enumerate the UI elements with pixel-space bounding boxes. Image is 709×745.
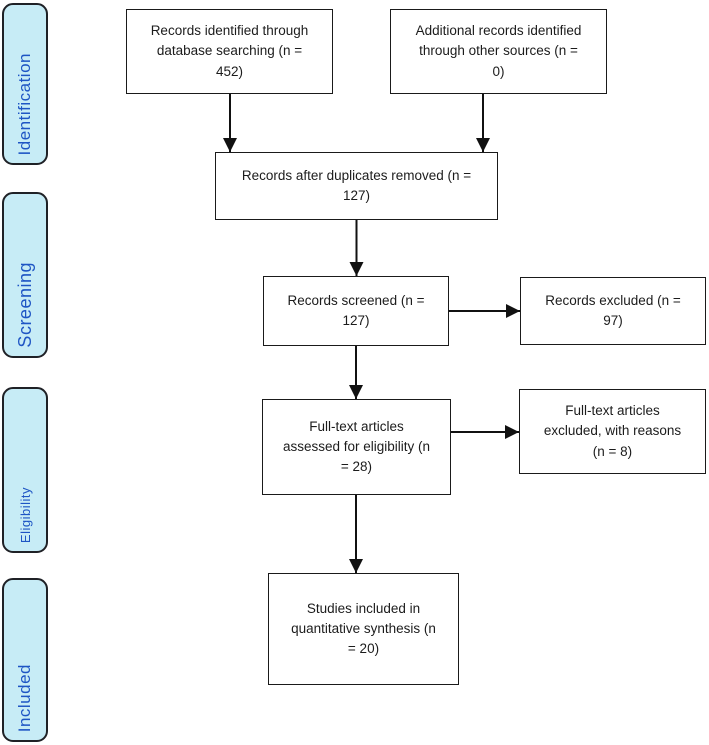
box-studies-included-quantitative-synthesis: Studies included in quantitative synthes… (268, 573, 459, 685)
stage-label-eligibility: Eligibility (2, 387, 48, 553)
stage-label-included-text: Included (15, 663, 34, 732)
stage-label-identification-text: Identification (15, 52, 34, 155)
stage-label-eligibility-text: Eligibility (17, 486, 33, 543)
box-records-screened: Records screened (n = 127) (263, 276, 449, 346)
stage-label-screening-text: Screening (14, 262, 35, 348)
box-records-after-duplicates-removed: Records after duplicates removed (n = 12… (215, 152, 498, 220)
stage-label-identification: Identification (2, 3, 48, 165)
stage-label-screening: Screening (2, 192, 48, 358)
box-fulltext-excluded-with-reasons: Full-text articles excluded, with reason… (519, 389, 706, 474)
box-records-excluded: Records excluded (n = 97) (520, 277, 706, 345)
box-records-identified-database: Records identified through database sear… (126, 9, 333, 94)
stage-label-included: Included (2, 578, 48, 742)
box-additional-records-other-sources: Additional records identified through ot… (390, 9, 607, 94)
box-fulltext-assessed-eligibility: Full-text articles assessed for eligibil… (262, 399, 451, 495)
